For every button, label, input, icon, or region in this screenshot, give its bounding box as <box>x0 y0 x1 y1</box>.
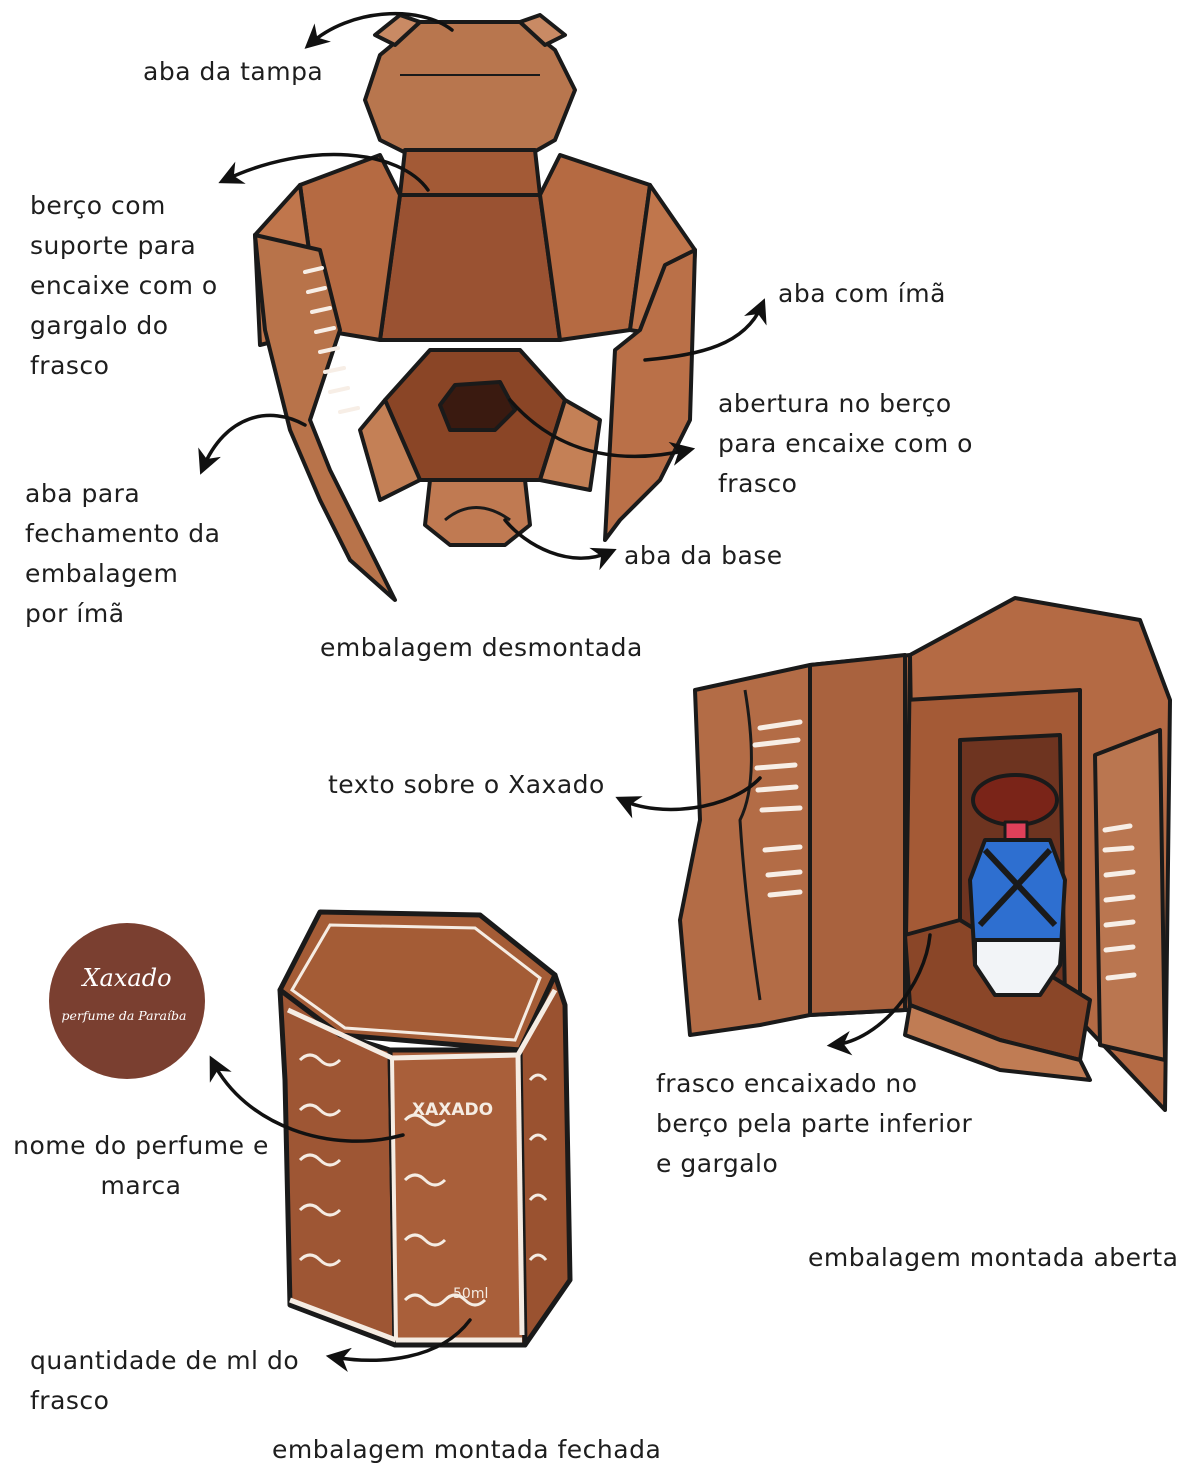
logo-circle <box>49 923 205 1079</box>
label-aba-ima: aba com ímã <box>778 274 946 314</box>
box-brand-print: XAXADO <box>412 1100 493 1120</box>
brand-logo: Xaxado perfume da Paraíba <box>49 923 205 1079</box>
disassembled-package-illustration <box>255 15 695 600</box>
closed-box-front-left <box>280 990 395 1345</box>
label-aba-base: aba da base <box>624 536 783 576</box>
label-berco-suporte: berço com suporte para encaixe com o gar… <box>30 186 218 386</box>
cradle-opening <box>440 382 515 430</box>
caption-montada-aberta: embalagem montada aberta <box>808 1238 1178 1278</box>
caption-desmontada: embalagem desmontada <box>320 628 643 668</box>
label-nome-perfume: nome do perfume e marca <box>8 1126 274 1206</box>
cradle-back-panel <box>380 195 560 340</box>
closed-box-front-right <box>520 975 570 1345</box>
box-volume-print: 50ml <box>453 1286 488 1302</box>
logo-tagline: perfume da Paraíba <box>62 1008 187 1023</box>
assembled-closed-package-illustration <box>280 912 570 1345</box>
base-flap <box>425 480 530 545</box>
caption-montada-fechada: embalagem montada fechada <box>272 1430 661 1470</box>
label-texto-xaxado: texto sobre o Xaxado <box>328 765 605 805</box>
logo-name: Xaxado <box>80 964 171 992</box>
label-aba-tampa: aba da tampa <box>143 52 323 92</box>
label-quantidade-ml: quantidade de ml do frasco <box>30 1341 299 1421</box>
label-aba-fechamento: aba para fechamento da embalagem por ímã <box>25 474 220 634</box>
label-abertura-berco: abertura no berço para encaixe com o fra… <box>718 384 973 504</box>
assembled-open-package-illustration <box>680 598 1170 1110</box>
perfume-bottle <box>970 775 1065 995</box>
label-frasco-encaixado: frasco encaixado no berço pela parte inf… <box>656 1064 972 1184</box>
